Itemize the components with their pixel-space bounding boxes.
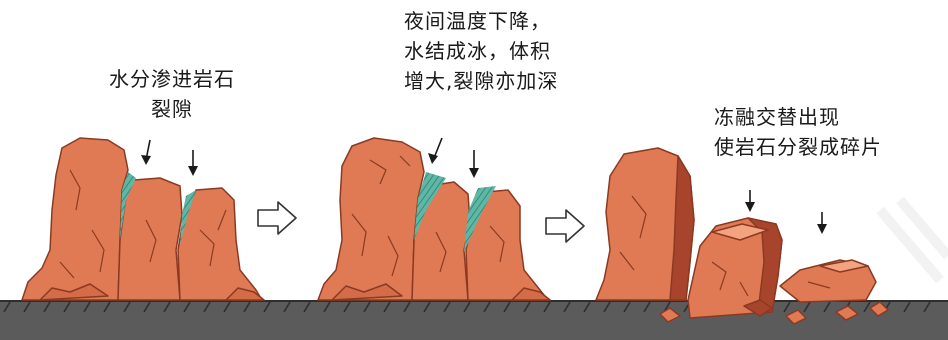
stage-2-caption-line-3: 增大,裂隙亦加深 bbox=[404, 69, 559, 93]
stage-3-rock bbox=[595, 147, 889, 325]
process-arrow-1 bbox=[257, 201, 297, 235]
stage-2-caption: 夜间温度下降， 水结成冰，体积 增大,裂隙亦加深 bbox=[404, 6, 558, 96]
stage-1-caption-line-2: 裂隙 bbox=[151, 97, 193, 121]
stage-3-caption: 冻融交替出现 使岩石分裂成碎片 bbox=[714, 102, 882, 162]
stage-2-caption-line-2: 水结成冰，体积 bbox=[404, 39, 551, 63]
stage-2-arrow-2 bbox=[469, 150, 479, 178]
stage-1-arrow-2 bbox=[188, 150, 198, 176]
ground bbox=[0, 300, 948, 340]
stage-3-arrow-2 bbox=[817, 212, 827, 234]
stage-3-caption-line-1: 冻融交替出现 bbox=[714, 105, 840, 129]
stage-2-rock bbox=[317, 137, 551, 301]
stage-3-arrow-1 bbox=[745, 190, 755, 212]
process-arrow-2 bbox=[545, 209, 585, 243]
stage-1-caption: 水分渗进岩石 裂隙 bbox=[92, 64, 252, 124]
stage-2-arrow-1 bbox=[428, 137, 443, 164]
stage-1-rock bbox=[21, 137, 265, 301]
stage-3-caption-line-2: 使岩石分裂成碎片 bbox=[714, 135, 882, 159]
watermark bbox=[876, 196, 948, 284]
stage-1-arrow-1 bbox=[141, 139, 151, 165]
stage-2-caption-line-1: 夜间温度下降， bbox=[404, 9, 551, 33]
stage-1-caption-line-1: 水分渗进岩石 bbox=[109, 67, 235, 91]
